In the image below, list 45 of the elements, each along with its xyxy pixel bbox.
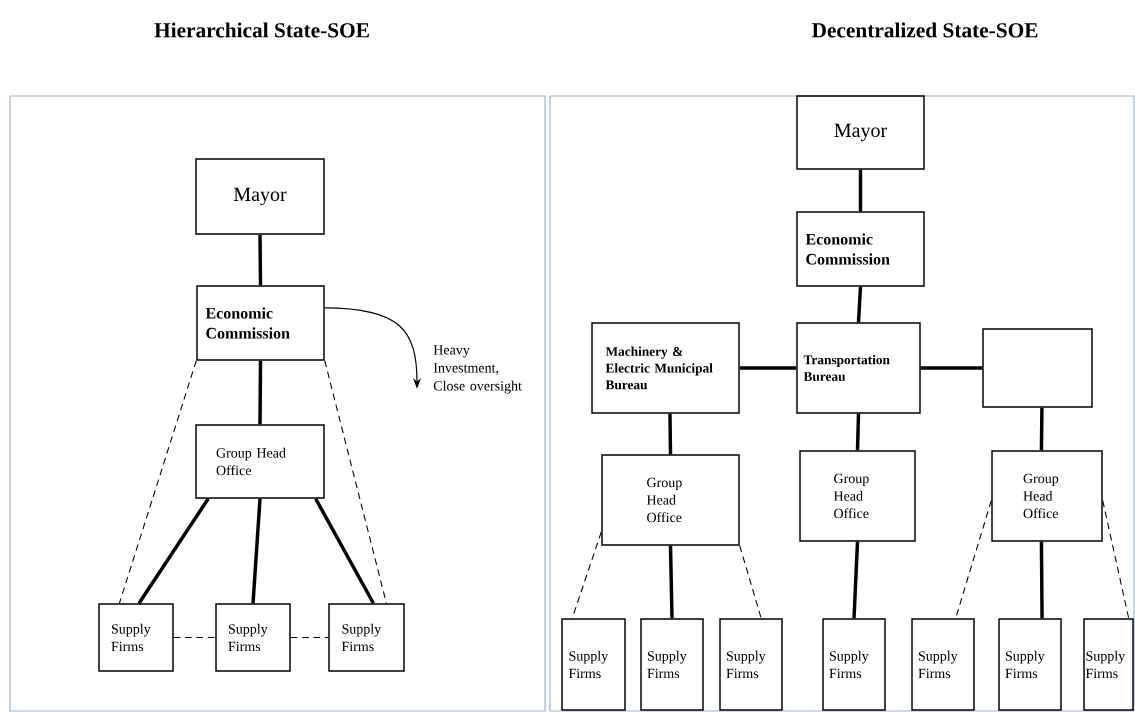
supply-firm-box: Supply Firms — [822, 618, 886, 711]
supply-firm-box: Supply Firms — [998, 618, 1062, 711]
dashed-line — [290, 636, 329, 639]
connector-line — [251, 498, 262, 604]
dashed-line — [324, 360, 387, 604]
connector-line — [1039, 407, 1044, 451]
connector-line — [1039, 541, 1044, 619]
commission-box: Economic Commission — [196, 285, 325, 361]
bureau-box: Machinery & Electric Municipal Bureau — [591, 322, 740, 414]
office-box: Group Head Office — [799, 450, 916, 542]
dashed-line — [571, 531, 602, 619]
connector-line — [855, 413, 861, 451]
connector-line — [668, 413, 673, 455]
supply-firm-box: Supply Firms — [719, 618, 783, 711]
connector-line — [852, 541, 860, 619]
dashed-line — [1102, 500, 1130, 619]
connector-line — [668, 545, 674, 619]
panel-heading: Hierarchical State-SOE — [154, 22, 369, 38]
supply-firm-box: Supply Firms — [640, 618, 704, 711]
supply-firm-box: Supply Firms — [215, 603, 291, 672]
supply-firm-box: Supply Firms — [561, 618, 626, 711]
connector-line — [739, 366, 797, 370]
mayor-box: Mayor — [796, 95, 925, 170]
dashed-line — [955, 500, 992, 619]
bureau-box: Transportation Bureau — [796, 322, 921, 414]
office-box: Group Head Office — [991, 450, 1103, 542]
supply-firm-box: Supply Firms — [328, 603, 405, 672]
supply-firm-box: Supply Firms — [98, 603, 174, 672]
commission-box: Economic Commission — [796, 211, 925, 287]
connector-line — [920, 366, 983, 370]
mayor-box: Mayor — [195, 158, 325, 235]
connector-line — [258, 360, 263, 425]
connector-line — [258, 234, 263, 286]
supply-firm-box: Supply Firms — [1083, 618, 1134, 711]
annotation-text: Heavy Investment, Close oversight — [433, 345, 522, 394]
panel-heading: Decentralized State-SOE — [811, 22, 1038, 38]
connector-line — [858, 169, 863, 212]
office-box: Group Head Office — [601, 454, 740, 546]
connector-line — [856, 286, 863, 323]
connector-line — [314, 497, 375, 605]
supply-firm-box: Supply Firms — [911, 618, 975, 711]
dashed-line — [173, 636, 216, 639]
connector-line — [137, 497, 210, 605]
bureau-box — [982, 328, 1093, 408]
office-box: Group Head Office — [195, 424, 325, 499]
